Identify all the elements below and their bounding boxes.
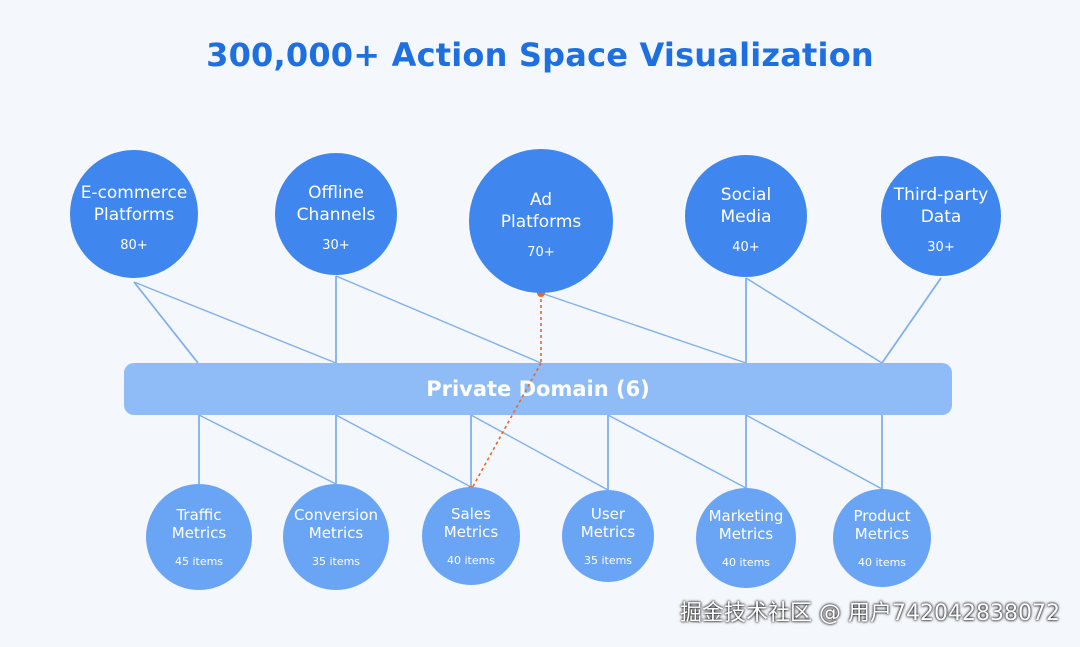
link-social-bar-2: [745, 277, 883, 364]
bottom-node-label: Metrics: [309, 524, 364, 542]
link-bar-marketing-2: [745, 414, 883, 490]
bottom-node-label: Metrics: [855, 525, 910, 543]
bottom-node-count: 40 items: [447, 554, 495, 567]
bottom-node-circle: [562, 490, 654, 582]
link-bar-sales-2: [470, 414, 609, 491]
top-node-circle: [881, 156, 1001, 276]
link-bar-traffic-2: [198, 414, 337, 485]
page-title: 300,000+ Action Space Visualization: [206, 36, 874, 74]
private-domain-bar: [124, 363, 952, 415]
top-node-label: Third-party: [893, 185, 988, 205]
bottom-node-label: Metrics: [172, 524, 227, 542]
bottom-node-label: User: [591, 505, 626, 523]
connection-lines: [133, 275, 942, 491]
top-node-circle: [70, 150, 198, 278]
top-node-label: Offline: [308, 183, 364, 203]
bottom-node-circle: [283, 484, 389, 590]
top-node-circle: [685, 155, 807, 277]
watermark: 掘金技术社区 @ 用户742042838072: [680, 601, 1060, 626]
bottom-node-count: 35 items: [312, 555, 360, 568]
link-offline-bar-2: [335, 275, 542, 364]
top-node-count: 40+: [732, 240, 759, 255]
top-node-count: 30+: [322, 238, 349, 253]
private-domain-label: Private Domain (6): [426, 377, 650, 401]
bottom-node-count: 35 items: [584, 554, 632, 567]
bottom-node-count: 45 items: [175, 555, 223, 568]
bottom-node-label: Traffic: [175, 506, 221, 524]
bottom-node-label: Product: [854, 507, 911, 525]
highlight-line-bottom: [470, 362, 542, 491]
top-node-circle: [469, 149, 613, 293]
top-node-count: 30+: [927, 240, 954, 255]
top-node-label: Media: [720, 207, 771, 227]
link-ecommerce-bar: [133, 281, 199, 364]
bottom-node-label: Metrics: [444, 523, 499, 541]
bottom-node-circle: [146, 484, 252, 590]
link-thirdparty-bar: [881, 277, 942, 364]
bottom-node-label: Metrics: [719, 525, 774, 543]
link-bar-conversion-2: [335, 414, 472, 488]
link-ecommerce-bar-2: [133, 281, 337, 364]
top-node-label: Platforms: [501, 212, 582, 232]
top-node-label: Channels: [297, 205, 376, 225]
link-ad-bar: [540, 292, 747, 364]
bottom-node-circle: [833, 489, 931, 587]
bottom-node-label: Metrics: [581, 523, 636, 541]
top-node-count: 80+: [120, 238, 147, 253]
top-node-label: Platforms: [94, 205, 175, 225]
bottom-node-count: 40 items: [722, 556, 770, 569]
bottom-node-circle: [422, 487, 520, 585]
bottom-node-circle: [696, 488, 796, 588]
bottom-node-label: Conversion: [294, 506, 378, 524]
top-node-count: 70+: [527, 245, 554, 260]
link-bar-user-2: [607, 414, 747, 489]
top-node-circle: [275, 153, 397, 275]
bottom-node-label: Marketing: [709, 507, 784, 525]
bottom-node-count: 40 items: [858, 556, 906, 569]
top-node-label: E-commerce: [81, 183, 188, 203]
top-node-label: Social: [721, 185, 771, 205]
top-node-label: Data: [921, 207, 962, 227]
bottom-node-label: Sales: [451, 505, 491, 523]
top-nodes: E-commercePlatforms80+OfflineChannels30+…: [70, 149, 1001, 293]
top-node-label: Ad: [530, 190, 552, 210]
